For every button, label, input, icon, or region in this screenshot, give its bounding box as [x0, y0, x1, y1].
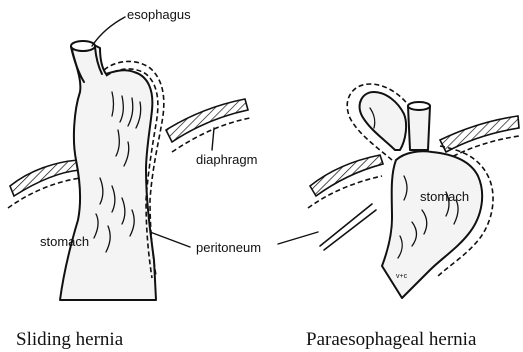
- esophagus-tube-right: [408, 106, 430, 150]
- esophagus-opening-right: [408, 102, 430, 110]
- label-diaphragm: diaphragm: [196, 152, 257, 167]
- label-peritoneum: peritoneum: [196, 240, 261, 255]
- label-esophagus: esophagus: [127, 7, 191, 22]
- caption-sliding-hernia: Sliding hernia: [16, 329, 124, 350]
- diaphragm-right-segment-right: [440, 116, 519, 152]
- peritoneum-wedge: [320, 204, 376, 250]
- diaphragm-left-segment-right: [310, 155, 383, 196]
- diaphragm-right-segment: [166, 99, 248, 142]
- peritoneum-leader-left: [150, 232, 190, 247]
- label-stomach-right: stomach: [420, 189, 469, 204]
- artist-initials: v+c: [396, 273, 408, 280]
- esophagus-leader-line: [92, 17, 125, 46]
- diaphragm-left-segment: [10, 160, 80, 196]
- diaphragm-leader-line: [212, 128, 214, 150]
- herniated-fundus: [360, 92, 406, 150]
- caption-paraesophageal-hernia: Paraesophageal hernia: [306, 329, 477, 350]
- stomach-herniated: [60, 45, 156, 300]
- paraesophageal-hernia-illustration: [308, 84, 519, 298]
- peritoneum-leader-right: [278, 232, 318, 244]
- label-stomach-left: stomach: [40, 234, 89, 249]
